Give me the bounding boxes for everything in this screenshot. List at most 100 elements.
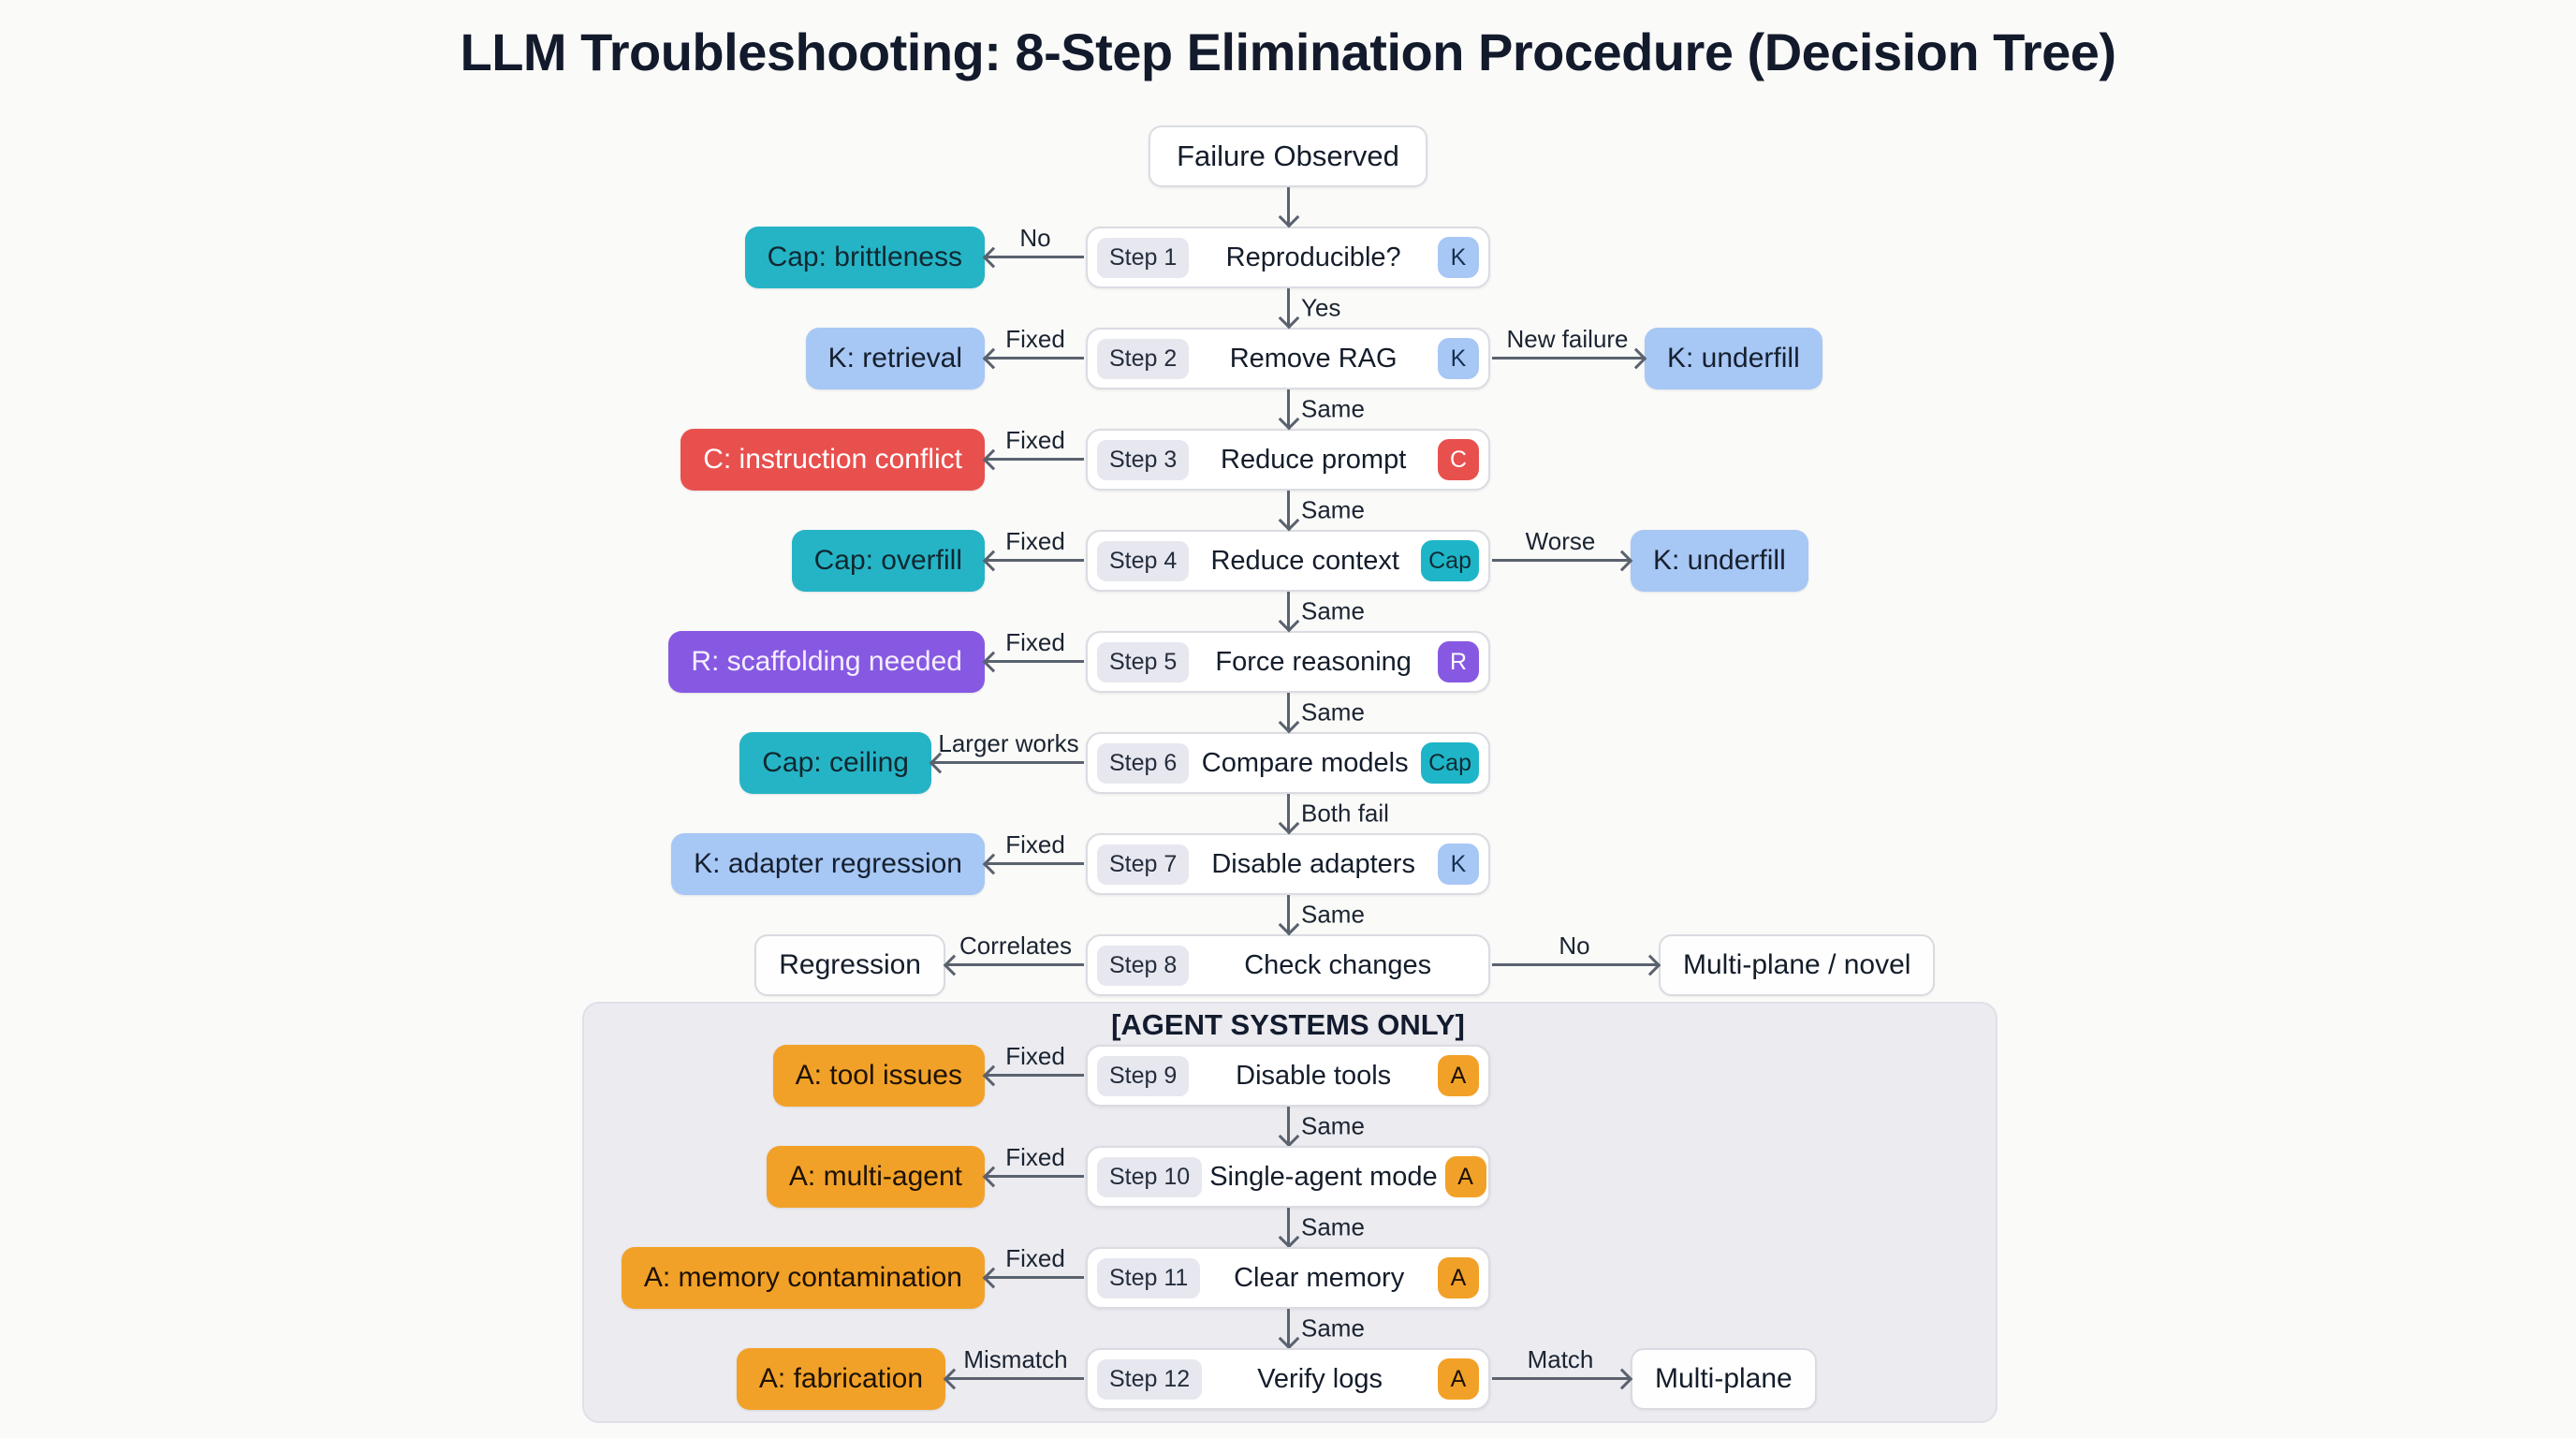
edge-label: Same [1301, 596, 1365, 625]
agent-systems-panel: [AGENT SYSTEMS ONLY] A: tool issues Fixe… [0, 1002, 2576, 1423]
step-chip: Step 7 [1097, 844, 1190, 885]
category-badge: A [1438, 1358, 1479, 1400]
edge-label: Same [1301, 1111, 1365, 1140]
left-arrow-icon: Fixed [985, 830, 1086, 895]
step-row-2: K: retrieval Fixed Step 2 Remove RAG K N… [0, 325, 2576, 389]
right-arrow-icon: Worse [1490, 527, 1631, 592]
step-row-10: A: multi-agent Fixed Step 10 Single-agen… [0, 1143, 2576, 1208]
step-chip: Step 10 [1097, 1156, 1203, 1197]
left-arrow-icon: Mismatch [945, 1345, 1086, 1410]
outcome-box: Multi-plane [1631, 1348, 1817, 1410]
step-box: Step 8 Check changes [1086, 934, 1490, 996]
edge-label: Fixed [1005, 830, 1065, 858]
outcome-box: K: underfill [1631, 530, 1808, 592]
step-action: Compare models [1201, 747, 1409, 778]
step-row-1: Cap: brittleness No Step 1 Reproducible?… [0, 224, 2576, 288]
category-badge: A [1444, 1156, 1486, 1197]
category-badge: C [1438, 439, 1479, 480]
step-box: Step 9 Disable tools A [1086, 1045, 1490, 1107]
step-box: Step 5 Force reasoning R [1086, 631, 1490, 693]
edge-label: Match [1527, 1345, 1594, 1373]
down-arrow-icon: Same [0, 895, 2576, 934]
step-chip: Step 9 [1097, 1055, 1190, 1096]
edge-label: No [1559, 932, 1590, 960]
step-box: Step 12 Verify logs A [1086, 1348, 1490, 1410]
outcome-box: C: instruction conflict [681, 429, 985, 491]
step-row-8: Regression Correlates Step 8 Check chang… [0, 932, 2576, 996]
outcome-box: Cap: ceiling [739, 732, 931, 794]
edge-label: Correlates [959, 932, 1072, 960]
outcome-box: K: adapter regression [671, 833, 985, 895]
step-action: Reproducible? [1225, 242, 1401, 272]
edge-label: Worse [1525, 527, 1596, 555]
step-action: Single-agent mode [1209, 1161, 1438, 1192]
outcome-box: A: tool issues [772, 1045, 985, 1107]
edge-label: Fixed [1005, 426, 1065, 454]
left-arrow-icon: Fixed [985, 1143, 1086, 1208]
edge-label: Fixed [1005, 1042, 1065, 1070]
category-badge: K [1438, 237, 1479, 278]
step-chip: Step 1 [1097, 237, 1190, 278]
left-arrow-icon: Correlates [945, 932, 1086, 996]
down-arrow-icon: Same [0, 1208, 2576, 1247]
edge-label: Fixed [1005, 628, 1065, 656]
step-row-6: Cap: ceiling Larger works Step 6 Compare… [0, 729, 2576, 794]
step-action: Clear memory [1234, 1262, 1405, 1293]
edge-label: Fixed [1005, 527, 1065, 555]
category-badge: Cap [1421, 742, 1479, 784]
step-box: Step 11 Clear memory A [1086, 1247, 1490, 1309]
outcome-box: K: retrieval [805, 328, 985, 389]
edge-label: Same [1301, 1212, 1365, 1241]
step-row-4: Cap: overfill Fixed Step 4 Reduce contex… [0, 527, 2576, 592]
edge-label: New failure [1506, 325, 1629, 353]
step-action: Disable adapters [1211, 848, 1415, 879]
outcome-box: Cap: overfill [791, 530, 985, 592]
step-row-12: A: fabrication Mismatch Step 12 Verify l… [0, 1345, 2576, 1410]
step-action: Check changes [1244, 949, 1432, 980]
left-arrow-icon: Fixed [985, 426, 1086, 491]
left-arrow-icon: No [985, 224, 1086, 288]
step-action: Disable tools [1236, 1060, 1392, 1091]
step-box: Step 1 Reproducible? K [1086, 227, 1490, 288]
left-arrow-icon: Fixed [985, 527, 1086, 592]
right-arrow-icon: No [1490, 932, 1659, 996]
outcome-box: R: scaffolding needed [668, 631, 985, 693]
down-arrow-icon: Same [0, 592, 2576, 631]
step-row-3: C: instruction conflict Fixed Step 3 Red… [0, 426, 2576, 491]
outcome-box: A: fabrication [736, 1348, 945, 1410]
edge-label: Fixed [1005, 1143, 1065, 1171]
step-row-7: K: adapter regression Fixed Step 7 Disab… [0, 830, 2576, 895]
down-arrow-icon: Both fail [0, 794, 2576, 833]
step-action: Force reasoning [1215, 646, 1412, 677]
outcome-box: A: memory contamination [621, 1247, 985, 1309]
down-arrow-icon [0, 187, 2576, 227]
step-action: Verify logs [1257, 1363, 1383, 1394]
step-row-11: A: memory contamination Fixed Step 11 Cl… [0, 1244, 2576, 1309]
outcome-box: Multi-plane / novel [1659, 934, 1936, 996]
page-title: LLM Troubleshooting: 8-Step Elimination … [460, 22, 2116, 81]
step-row-9: A: tool issues Fixed Step 9 Disable tool… [0, 1042, 2576, 1107]
step-box: Step 7 Disable adapters K [1086, 833, 1490, 895]
edge-label: Same [1301, 394, 1365, 423]
edge-label: Same [1301, 697, 1365, 726]
edge-label: Both fail [1301, 799, 1389, 828]
right-arrow-icon: Match [1490, 1345, 1631, 1410]
edge-label: No [1019, 224, 1051, 252]
right-arrow-icon: New failure [1490, 325, 1645, 389]
category-badge: A [1438, 1055, 1479, 1096]
step-chip: Step 12 [1097, 1358, 1203, 1400]
edge-label: Same [1301, 495, 1365, 524]
step-chip: Step 5 [1097, 641, 1190, 682]
outcome-box: A: multi-agent [766, 1146, 985, 1208]
edge-label: Yes [1301, 293, 1341, 322]
step-box: Step 4 Reduce context Cap [1086, 530, 1490, 592]
down-arrow-icon: Same [0, 1107, 2576, 1146]
left-arrow-icon: Fixed [985, 1042, 1086, 1107]
start-node: Failure Observed [1149, 125, 1427, 187]
edge-label: Same [1301, 900, 1365, 929]
left-arrow-icon: Larger works [931, 729, 1086, 794]
step-chip: Step 11 [1097, 1257, 1201, 1299]
down-arrow-icon: Same [0, 1309, 2576, 1348]
down-arrow-icon: Same [0, 389, 2576, 429]
